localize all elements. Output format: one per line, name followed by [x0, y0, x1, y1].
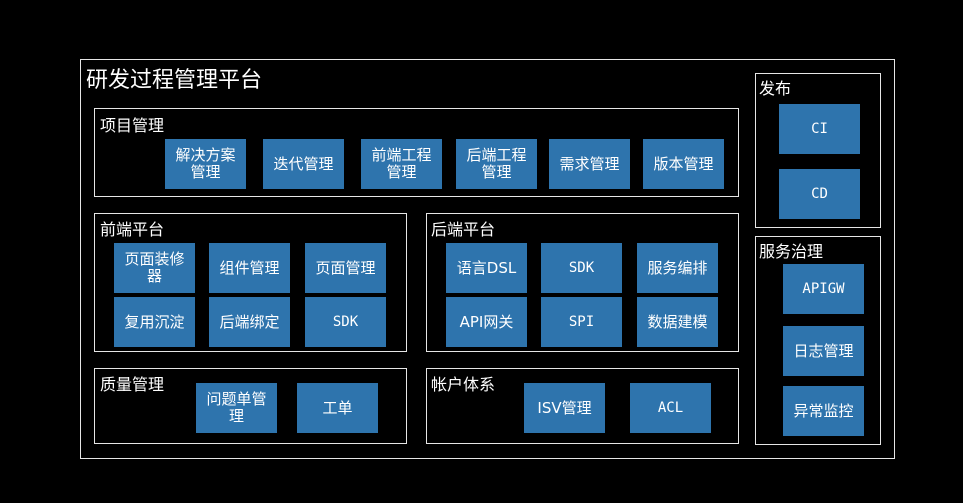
release-title: 发布	[759, 79, 792, 98]
project-mgmt-item-iteration[interactable]: 迭代管理	[263, 139, 344, 189]
frontend-section	[94, 213, 407, 352]
frontend-item-page-decorator[interactable]: 页面装修 器	[114, 243, 195, 293]
platform-frame	[80, 59, 895, 459]
account-section	[426, 368, 739, 444]
quality-section	[94, 368, 407, 444]
project-mgmt-item-solution[interactable]: 解决方案 管理	[165, 139, 246, 189]
release-item-ci[interactable]: CI	[779, 104, 860, 154]
governance-item-logs[interactable]: 日志管理	[783, 326, 864, 376]
project-mgmt-section	[94, 108, 739, 197]
governance-item-monitoring[interactable]: 异常监控	[783, 386, 864, 436]
quality-title: 质量管理	[100, 375, 165, 394]
frontend-item-components[interactable]: 组件管理	[209, 243, 290, 293]
frontend-title: 前端平台	[100, 220, 165, 239]
backend-section	[426, 213, 739, 352]
backend-title: 后端平台	[431, 220, 496, 239]
backend-item-data-modeling[interactable]: 数据建模	[637, 297, 718, 347]
project-mgmt-item-backend-eng[interactable]: 后端工程 管理	[456, 139, 537, 189]
project-mgmt-item-version[interactable]: 版本管理	[643, 139, 724, 189]
account-item-isv[interactable]: ISV管理	[524, 383, 605, 433]
release-item-cd[interactable]: CD	[779, 169, 860, 219]
governance-item-apigw[interactable]: APIGW	[783, 264, 864, 314]
project-mgmt-item-requirements[interactable]: 需求管理	[549, 139, 630, 189]
frontend-item-pages[interactable]: 页面管理	[305, 243, 386, 293]
project-mgmt-item-frontend-eng[interactable]: 前端工程 管理	[361, 139, 442, 189]
backend-item-orchestration[interactable]: 服务编排	[637, 243, 718, 293]
governance-title: 服务治理	[759, 242, 824, 261]
frontend-item-backend-binding[interactable]: 后端绑定	[209, 297, 290, 347]
project-mgmt-title: 项目管理	[100, 116, 165, 135]
release-section	[755, 73, 881, 228]
backend-item-api-gateway[interactable]: API网关	[446, 297, 527, 347]
frontend-item-reuse[interactable]: 复用沉淀	[114, 297, 195, 347]
backend-item-dsl[interactable]: 语言DSL	[446, 243, 527, 293]
frontend-item-sdk[interactable]: SDK	[305, 297, 386, 347]
account-item-acl[interactable]: ACL	[630, 383, 711, 433]
backend-item-sdk[interactable]: SDK	[541, 243, 622, 293]
quality-item-issues[interactable]: 问题单管 理	[196, 383, 277, 433]
platform-title: 研发过程管理平台	[86, 68, 263, 93]
backend-item-spi[interactable]: SPI	[541, 297, 622, 347]
account-title: 帐户体系	[431, 375, 496, 394]
governance-section	[755, 236, 881, 445]
quality-item-tickets[interactable]: 工单	[297, 383, 378, 433]
